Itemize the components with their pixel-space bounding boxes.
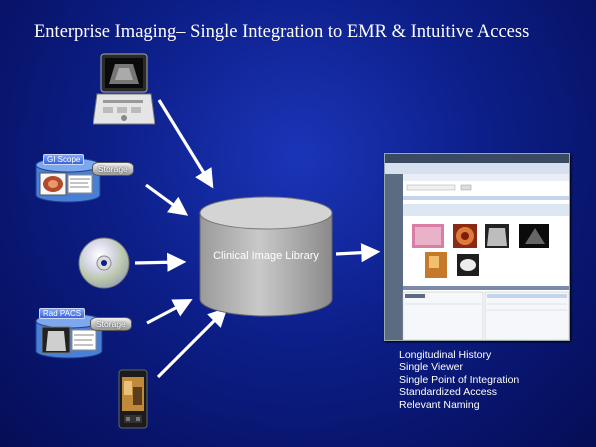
benefit-item: Single Viewer bbox=[399, 361, 464, 374]
gi-scope-label: GI Scope bbox=[43, 154, 85, 165]
rad-pacs-label: Rad PACS bbox=[39, 308, 86, 319]
benefit-item: Longitudinal History bbox=[399, 349, 492, 361]
arrow-gi-scope-to-library bbox=[145, 183, 189, 216]
arrow-cd-to-library bbox=[134, 252, 187, 272]
benefit-item: Standardized Access bbox=[399, 386, 498, 399]
slide-title: Enterprise Imaging– Single Integration t… bbox=[34, 22, 530, 42]
arrow-library-to-viewer bbox=[335, 243, 381, 263]
clinical-image-library-label: Clinical Image Library bbox=[213, 250, 319, 262]
benefits-list: Longitudinal History Single Viewer Singl… bbox=[399, 349, 519, 411]
clinical-image-library-cylinder bbox=[199, 196, 333, 317]
viewer-screenshot-drawing bbox=[385, 154, 570, 341]
gi-scope-storage-label: Storage bbox=[92, 162, 134, 176]
benefit-item: Relevant Naming bbox=[399, 398, 480, 411]
smartphone-icon bbox=[118, 369, 148, 429]
cd-disc-icon bbox=[78, 237, 130, 289]
arrow-rad-pacs-to-library bbox=[146, 299, 193, 325]
arrow-ultrasound-to-library bbox=[157, 99, 214, 189]
ultrasound-machine-icon bbox=[93, 53, 155, 125]
gi-scope-cylinder bbox=[35, 157, 101, 203]
benefit-item: Single Point of Integration bbox=[399, 373, 520, 386]
arrow-phone-to-library bbox=[156, 307, 228, 379]
rad-pacs-storage-label: Storage bbox=[90, 317, 132, 331]
emr-viewer-screenshot bbox=[384, 153, 570, 341]
